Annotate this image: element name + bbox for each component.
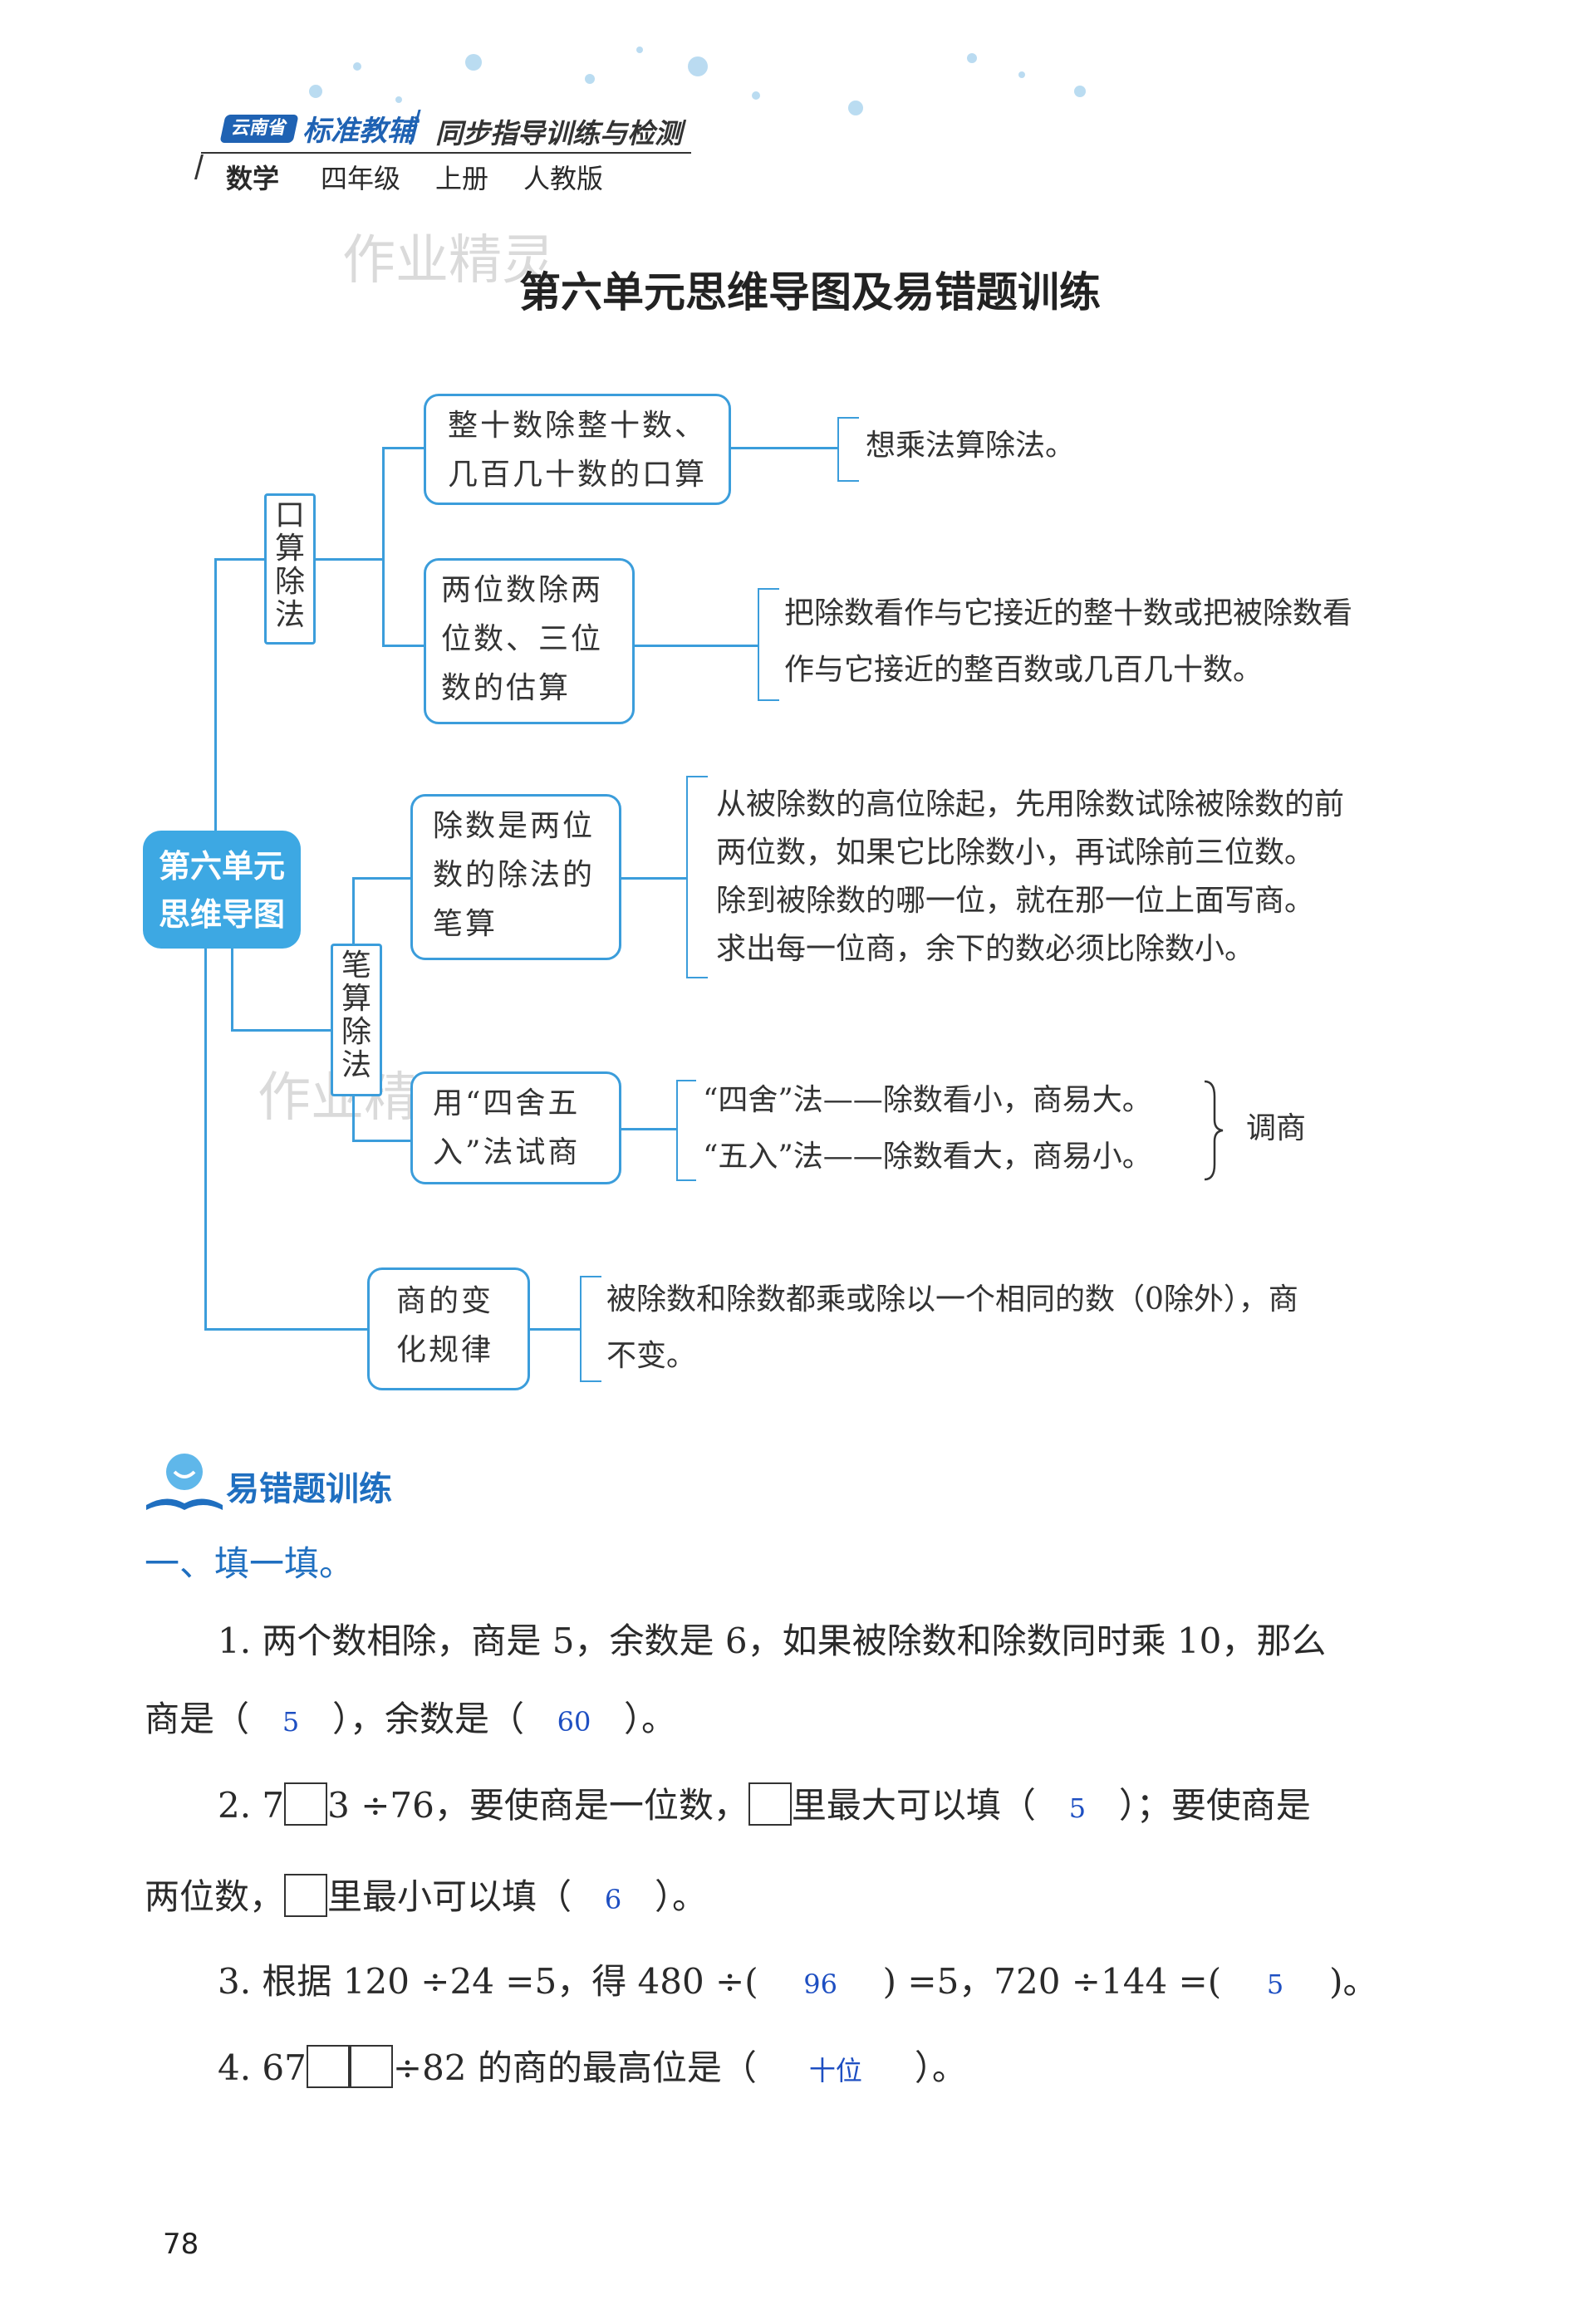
connector — [621, 877, 688, 880]
subject: 数学 — [226, 163, 280, 194]
answer: 5 — [282, 1706, 300, 1738]
book-icon — [146, 1454, 223, 1510]
connector — [231, 1029, 331, 1032]
invariance-box: 商的变 化规律 — [367, 1267, 530, 1390]
answer: 6 — [604, 1884, 622, 1915]
estimation-desc-line: 作与它接近的整百数或几百几十数。 — [784, 653, 1264, 687]
connector — [621, 1128, 676, 1130]
blank-box — [306, 2045, 350, 2088]
connector — [382, 645, 425, 647]
connector — [382, 447, 385, 646]
edition: 人教版 — [523, 163, 604, 194]
brand-badge: 云南省 — [219, 115, 299, 143]
connector — [214, 558, 266, 561]
answer: 96 — [803, 1969, 837, 2000]
page-title: 第六单元思维导图及易错题训练 — [519, 267, 1101, 316]
written-division-label: 笔 算 除 法 — [331, 944, 382, 1096]
answer: 十位 — [808, 2055, 862, 2086]
center-node: 第六单元 思维导图 — [143, 831, 301, 949]
answer: 5 — [1068, 1792, 1087, 1824]
volume: 上册 — [435, 163, 489, 194]
answer: 5 — [1266, 1969, 1284, 2000]
connector — [352, 877, 414, 880]
long-division-box: 除数是两位 数的除法的 笔算 — [410, 794, 621, 960]
connector — [352, 1140, 414, 1142]
invariance-desc-line: 被除数和除数都乘或除以一个相同的数（0除外），商 — [606, 1282, 1298, 1316]
blank-box — [349, 2045, 393, 2088]
blank-box — [284, 1874, 328, 1917]
connector — [204, 1328, 369, 1331]
rounding-desc-line: “四舍”法——除数看小，商易大。 — [703, 1083, 1152, 1117]
bracket — [686, 776, 708, 978]
bracket — [758, 588, 779, 701]
brace — [1204, 1080, 1224, 1181]
connector — [530, 1328, 582, 1331]
blank-box — [748, 1782, 792, 1826]
bracket — [837, 417, 859, 482]
estimation-box: 两位数除两 位数、三位 数的估算 — [424, 558, 635, 724]
question-1-line-1: 1. 两个数相除，商是 5，余数是 6，如果被除数和除数同时乘 10，那么 — [218, 1620, 1327, 1661]
adjust-quotient-label: 调商 — [1246, 1111, 1307, 1145]
grade: 四年级 — [321, 163, 401, 194]
estimation-desc-line: 把除数看作与它接近的整十数或把被除数看 — [784, 596, 1353, 630]
question-2-line-2: 两位数，里最小可以填（6）。 — [145, 1869, 707, 1920]
page-number: 78 — [163, 2228, 199, 2261]
header-decoration — [309, 47, 1086, 115]
question-4: 4. 67÷82 的商的最高位是（十位）。 — [218, 2040, 967, 2091]
bracket — [580, 1276, 601, 1382]
rounding-trial-box: 用“四舍五 入”法试商 — [410, 1071, 621, 1184]
connector — [231, 949, 233, 1032]
connector — [635, 645, 759, 647]
long-division-desc-line: 除到被除数的哪一位，就在那一位上面写商。 — [716, 884, 1315, 918]
oral-item-desc: 想乘法算除法。 — [866, 429, 1076, 463]
series-title: 同步指导训练与检测 — [435, 117, 682, 150]
connector — [214, 558, 217, 832]
connector — [731, 447, 839, 449]
long-division-desc-line: 两位数，如果它比除数小，再试除前三位数。 — [716, 836, 1315, 870]
watermark: 作业精灵 — [342, 230, 555, 292]
answer: 60 — [557, 1706, 591, 1738]
oral-division-label: 口 算 除 法 — [264, 493, 316, 645]
part-heading: 一、填一填。 — [145, 1543, 355, 1584]
long-division-desc-line: 从被除数的高位除起，先用除数试除被除数的前 — [716, 787, 1345, 821]
connector — [204, 949, 207, 1331]
blank-box — [284, 1782, 328, 1826]
question-3: 3. 根据 120 ÷24 =5，得 480 ÷(96) =5，720 ÷144… — [218, 1961, 1378, 2002]
oral-item-box: 整十数除整十数、 几百几十数的口算 — [424, 394, 731, 505]
brand-name: 标准教辅 — [302, 115, 415, 148]
question-1-line-2: 商是（5），余数是（60）。 — [145, 1699, 677, 1739]
connector — [314, 558, 382, 561]
long-division-desc-line: 求出每一位商，余下的数必须比除数小。 — [716, 932, 1255, 966]
header-tick — [194, 154, 204, 179]
invariance-desc-line: 不变。 — [606, 1339, 697, 1373]
bracket — [676, 1080, 696, 1181]
connector — [382, 447, 425, 449]
section-title: 易错题训练 — [226, 1470, 392, 1508]
rounding-desc-line: “五入”法——除数看大，商易小。 — [703, 1140, 1152, 1174]
header-rule — [201, 152, 691, 154]
